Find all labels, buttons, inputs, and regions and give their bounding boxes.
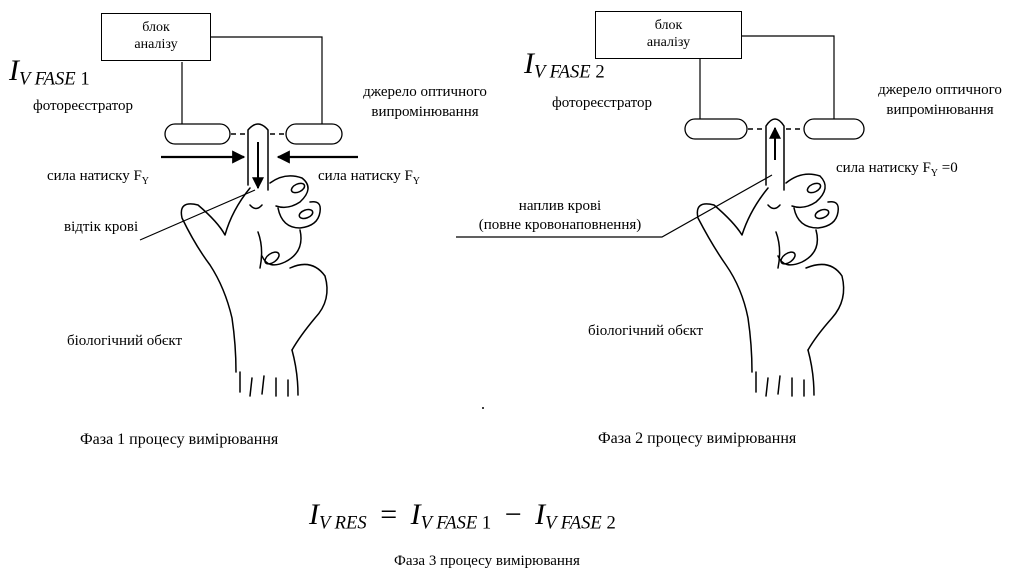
right-source-label-line2: випромінювання xyxy=(886,102,994,118)
formula-equals: = xyxy=(380,498,398,531)
right-photodetector-label: фотореєстратор xyxy=(552,95,652,111)
right-photodetector-sensor xyxy=(684,118,748,140)
right-analysis-block: блок аналізу xyxy=(595,11,742,59)
right-intensity-symbol: I xyxy=(524,47,534,80)
left-photodetector-sensor xyxy=(164,123,231,145)
right-blood-label-line2: (повне кровонаповнення) xyxy=(478,217,642,233)
left-force-label-left: сила натиску FY xyxy=(47,168,149,190)
left-wiring xyxy=(181,36,323,124)
left-analysis-block-line1: блок xyxy=(142,20,170,35)
formula-term2-index: 2 xyxy=(606,512,616,534)
left-intensity-sub: V FASE xyxy=(19,68,76,90)
right-intensity-label: IV FASE 2 xyxy=(524,47,605,90)
left-analysis-block: блок аналізу xyxy=(101,13,211,61)
right-force-value: =0 xyxy=(938,160,958,176)
right-blood-label-line1: наплив крові xyxy=(518,198,602,214)
right-object-label: біологічний обєкт xyxy=(588,323,703,339)
left-intensity-index: 1 xyxy=(80,68,90,90)
left-analysis-block-line2: аналізу xyxy=(134,37,178,52)
phase2-caption: Фаза 2 процесу вимірювання xyxy=(598,430,797,447)
formula-term2-symbol: I xyxy=(535,498,546,531)
right-force-sub: Y xyxy=(930,168,939,179)
left-object-label: біологічний обєкт xyxy=(67,333,182,349)
left-photodetector-label: фотореєстратор xyxy=(33,98,133,114)
left-source-label-line1: джерело оптичного xyxy=(363,84,487,100)
left-force-label-right: сила натиску FY xyxy=(318,168,420,190)
right-analysis-block-line2: аналізу xyxy=(646,35,691,50)
formula-term1-symbol: I xyxy=(410,498,421,531)
right-wiring xyxy=(699,35,835,119)
right-force-label: сила натиску FY =0 xyxy=(836,160,958,182)
right-light-source xyxy=(803,118,865,140)
left-light-source xyxy=(285,123,343,145)
left-force-left-text: сила натиску F xyxy=(47,168,142,184)
phase3-caption: Фаза 3 процесу вимірювання xyxy=(394,553,580,569)
left-force-right-text: сила натиску F xyxy=(318,168,413,184)
measurement-formula: IV RES = IV FASE 1 − IV FASE 2 xyxy=(309,497,616,542)
formula-term1-index: 1 xyxy=(481,512,492,534)
phase1-caption: Фаза 1 процесу вимірювання xyxy=(80,431,279,448)
formula-term2-sub: V FASE xyxy=(545,512,602,534)
left-intensity-symbol: I xyxy=(9,54,19,87)
left-intensity-label: IV FASE 1 xyxy=(9,54,90,97)
formula-term1-sub: V FASE xyxy=(420,512,478,534)
right-analysis-block-line1: блок xyxy=(654,18,683,33)
left-force-right-sub: Y xyxy=(412,176,421,187)
left-blood-label: відтік крові xyxy=(64,219,139,235)
left-hand-drawing xyxy=(180,123,328,397)
formula-lhs-symbol: I xyxy=(309,498,319,531)
right-hand-drawing xyxy=(696,118,845,397)
formula-lhs-sub: V RES xyxy=(319,512,367,534)
right-source-label-line1: джерело оптичного xyxy=(878,82,1002,98)
right-force-text: сила натиску F xyxy=(836,160,931,176)
right-intensity-sub: V FASE xyxy=(534,61,591,83)
left-blood-leader xyxy=(139,189,256,241)
left-force-left-sub: Y xyxy=(141,176,150,187)
right-intensity-index: 2 xyxy=(595,61,605,83)
formula-minus: − xyxy=(504,498,522,531)
left-source-label-line2: випромінювання xyxy=(371,104,479,120)
stray-dot xyxy=(482,407,484,409)
right-blood-leader xyxy=(456,174,773,238)
